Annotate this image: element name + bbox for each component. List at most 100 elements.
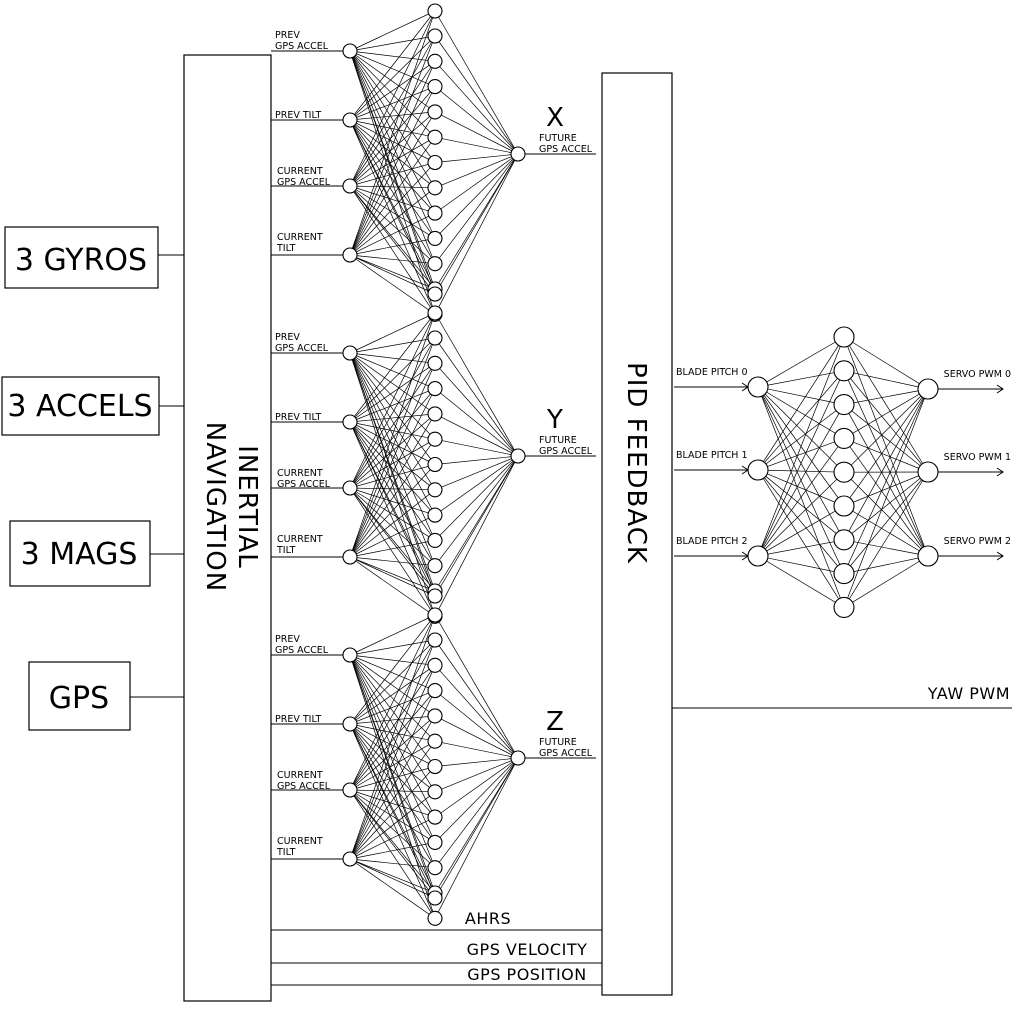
- input-label: GPS ACCEL: [275, 343, 329, 354]
- network-edge: [349, 421, 436, 516]
- controller-hidden-node: [833, 360, 855, 382]
- network-edge: [349, 312, 436, 423]
- controller-edge: [843, 471, 929, 507]
- controller-edge: [843, 388, 929, 405]
- network-edge: [349, 254, 436, 290]
- network-edge: [349, 665, 436, 791]
- network-edge: [349, 312, 436, 558]
- network-edge: [434, 455, 519, 597]
- input-node: [342, 480, 358, 496]
- input-label: GPS ACCEL: [277, 781, 331, 792]
- sensor-accels: 3 ACCELS: [1, 376, 184, 436]
- input-label: CURRENT: [277, 166, 323, 177]
- controller-output-node: [917, 378, 939, 400]
- input-node: [342, 782, 358, 798]
- controller-edge: [843, 438, 929, 557]
- network-edge: [349, 614, 436, 725]
- input-label: CURRENT: [277, 770, 323, 781]
- network-edges: [349, 312, 519, 617]
- hidden-node: [427, 79, 443, 95]
- network-edge: [349, 185, 436, 290]
- network-edge: [349, 312, 436, 489]
- network-edge: [349, 185, 436, 315]
- input-node: [342, 112, 358, 128]
- controller-edge: [757, 555, 845, 608]
- network-edge: [349, 715, 436, 725]
- controller-input-node: [747, 376, 769, 398]
- network-edge: [349, 421, 436, 597]
- controller-edge: [843, 388, 929, 540]
- controller-edge: [757, 370, 845, 471]
- hidden-node: [427, 632, 443, 648]
- controller-edge: [843, 336, 929, 390]
- output-label: FUTURE: [539, 435, 577, 446]
- hidden-node: [427, 104, 443, 120]
- network-edge: [349, 388, 436, 423]
- pid-feedback-block: PID FEEDBACK: [601, 72, 673, 996]
- network-edge: [434, 757, 519, 919]
- network-edge: [434, 614, 519, 759]
- network-edge: [349, 111, 436, 187]
- network-edge: [434, 757, 519, 868]
- network-edge: [434, 757, 519, 767]
- network-edge: [349, 723, 436, 818]
- controller-edge: [843, 471, 929, 541]
- network-edge: [349, 654, 436, 742]
- network-edge: [349, 238, 436, 256]
- axis-label: X: [546, 103, 564, 133]
- controller-output-node: [917, 545, 939, 567]
- network-edge: [349, 35, 436, 187]
- controller-edge: [843, 471, 929, 557]
- network-edge: [434, 639, 519, 759]
- network-edge: [349, 35, 436, 256]
- network-edges: [349, 10, 519, 315]
- network-edge: [434, 86, 519, 155]
- controller-edge: [757, 469, 845, 507]
- network-edge: [349, 119, 436, 295]
- yaw-pwm-label: YAW PWM: [927, 684, 1010, 703]
- network-edge: [349, 858, 436, 894]
- hidden-node: [427, 230, 443, 246]
- hidden-node: [427, 683, 443, 699]
- network-edge: [349, 136, 436, 256]
- network-edge: [349, 10, 436, 256]
- output-label: GPS ACCEL: [539, 144, 593, 155]
- network-edge: [434, 388, 519, 457]
- hidden-node: [427, 809, 443, 825]
- network-edge: [434, 337, 519, 457]
- network-edge: [349, 715, 436, 860]
- network-edge: [349, 540, 436, 558]
- arrow-icon: [996, 551, 1004, 561]
- input-label: PREV: [275, 332, 300, 343]
- controller-edge: [843, 388, 929, 608]
- network-edge: [349, 487, 436, 566]
- controller-output-node: [917, 461, 939, 483]
- hidden-node: [427, 860, 443, 876]
- controller-edge: [757, 471, 845, 557]
- network-edge: [349, 352, 436, 415]
- axis-label: Y: [546, 405, 563, 435]
- network-edge: [349, 556, 436, 567]
- network-edge: [349, 791, 436, 860]
- input-label: PREV: [275, 634, 300, 645]
- network-edge: [349, 789, 436, 818]
- controller-edge: [757, 370, 845, 557]
- network-edge: [349, 690, 436, 860]
- network-edge: [434, 757, 519, 793]
- inertial-navigation-label-line1: INERTIAL: [232, 445, 262, 569]
- sensor-mags-label: 3 MAGS: [21, 537, 138, 572]
- network-edge: [349, 766, 436, 791]
- hidden-node: [427, 3, 443, 19]
- network-edge: [349, 715, 436, 791]
- network-edge: [349, 421, 436, 465]
- network-edge: [434, 455, 519, 592]
- controller-hidden-node: [833, 529, 855, 551]
- network-edge: [349, 413, 436, 489]
- hidden-node: [427, 129, 443, 145]
- arrow-icon: [996, 467, 1004, 477]
- network-edge: [349, 185, 436, 189]
- pid-feedback-label: PID FEEDBACK: [621, 362, 651, 564]
- sensor-gyros: 3 GYROS: [4, 226, 184, 289]
- controller-edge: [843, 388, 929, 574]
